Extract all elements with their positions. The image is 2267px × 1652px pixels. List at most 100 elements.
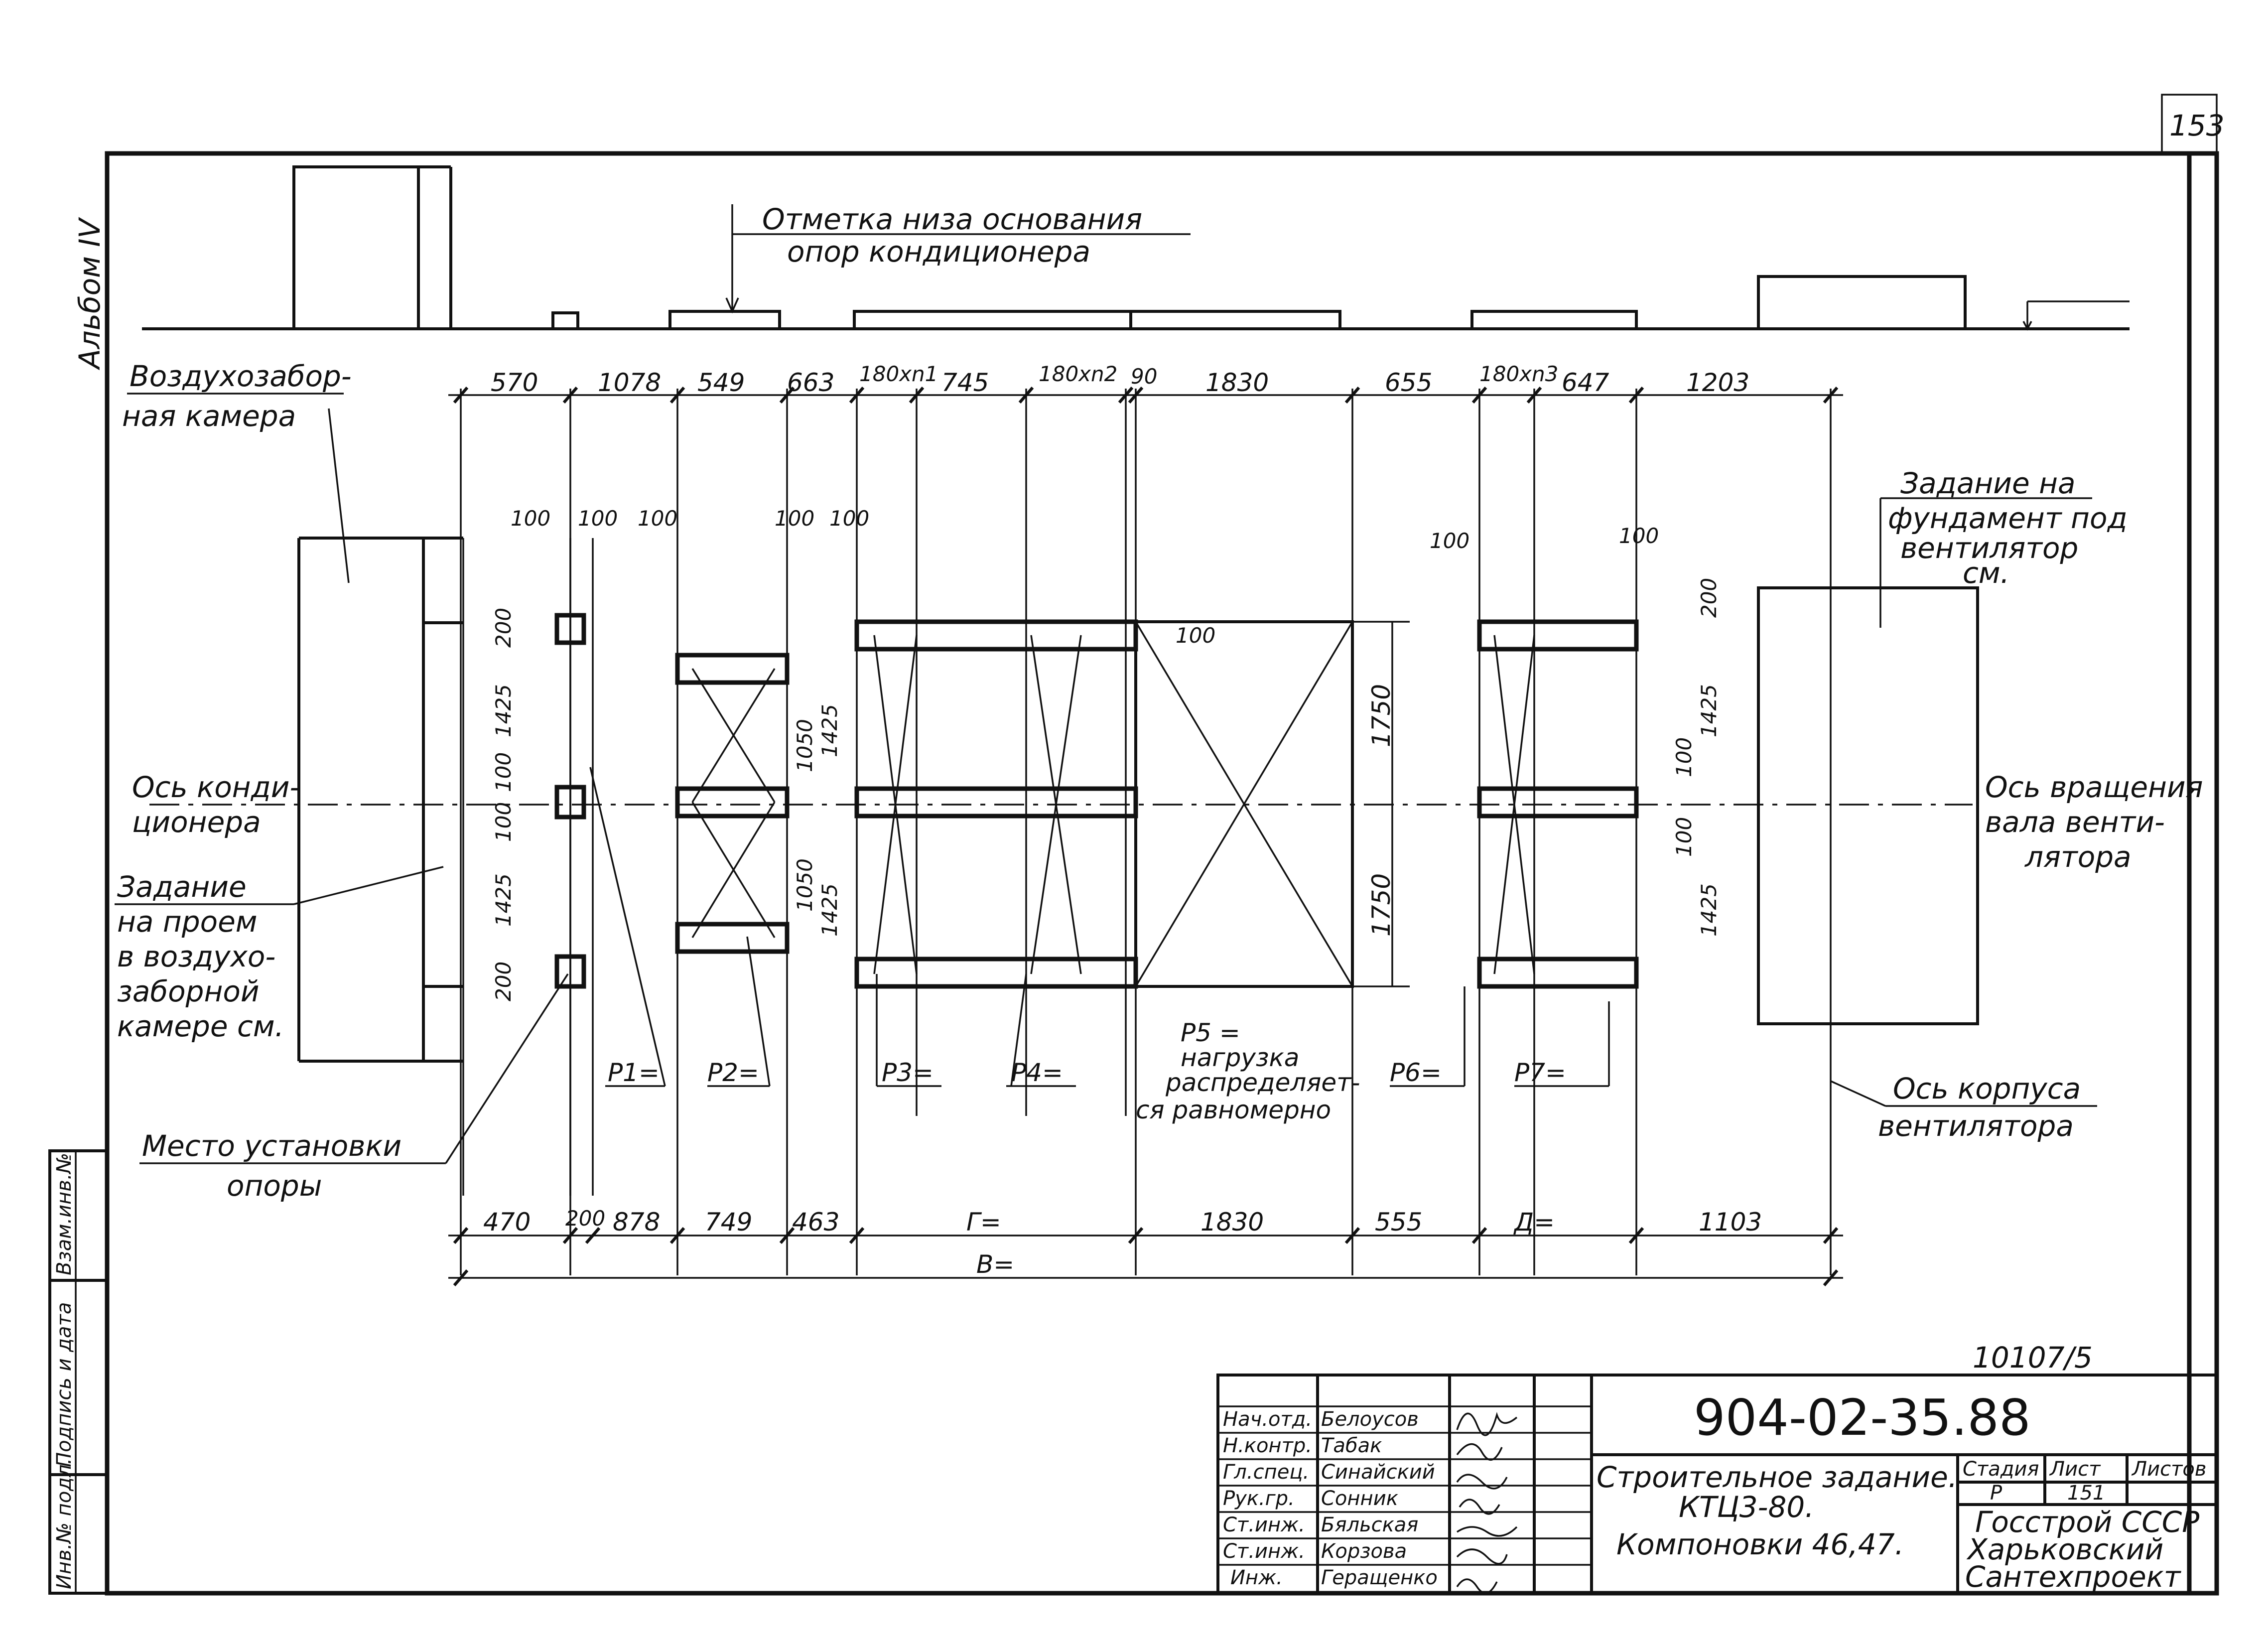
dim-left-1425-top: 1425 <box>491 684 516 737</box>
support-pad <box>554 613 586 645</box>
role-6: Ст.инж. <box>1223 1540 1305 1563</box>
dim-bottom-555: 555 <box>1375 1208 1422 1237</box>
dim-bottom-463: 463 <box>792 1208 839 1237</box>
name-1: Белоусов <box>1321 1408 1419 1431</box>
dim-bottom-g: Г= <box>966 1208 1001 1237</box>
unit-block <box>1134 620 1410 988</box>
dim-top-90: 90 <box>1131 364 1157 389</box>
name-4: Сонник <box>1321 1487 1398 1510</box>
dim-1425-mid-up: 1425 <box>817 704 842 757</box>
support-beam <box>1477 957 1639 989</box>
opening-label-4: заборной <box>117 974 260 1008</box>
load-p5-3: распределяет- <box>1165 1068 1360 1097</box>
supports-col-2 <box>675 653 790 954</box>
side-stamp-replace: Взам.инв.№ <box>53 1153 76 1275</box>
fan-foundation <box>1757 586 1979 1025</box>
support-beam <box>854 957 1138 989</box>
dim-top-663: 663 <box>787 368 834 397</box>
dim-1750-upper: 1750 <box>1367 684 1396 747</box>
doc-desc-2: КТЦ3-80. <box>1679 1490 1814 1524</box>
dim-top-180xn2: 180xn2 <box>1039 362 1117 386</box>
intake-elevation <box>292 165 420 329</box>
fan-body-leader <box>1830 1080 1886 1107</box>
axis-body-2: вентилятора <box>1878 1109 2074 1143</box>
page-number-box <box>2161 94 2218 154</box>
total-dim-tick-l <box>453 1269 469 1286</box>
sheet-header: Лист <box>2049 1458 2101 1481</box>
dim-top-1203: 1203 <box>1686 368 1749 397</box>
fan-task-1: Задание на <box>1900 466 2076 500</box>
dim-top-1830: 1830 <box>1205 368 1269 397</box>
elev-base-4 <box>1129 310 1341 330</box>
sheet-value: 151 <box>2067 1482 2105 1505</box>
dim-top-180xn3: 180xn3 <box>1479 362 1558 386</box>
load-p5-4: ся равномерно <box>1136 1096 1331 1124</box>
org-1: Госстрой СССР <box>1975 1505 2199 1539</box>
dim-top-180xn1: 180xn1 <box>859 362 938 386</box>
support-pad <box>554 954 586 989</box>
dim-100-e: 100 <box>829 506 869 531</box>
dim-top-745: 745 <box>941 368 989 397</box>
title-block <box>1216 1374 2218 1595</box>
dim-left-200-bottom: 200 <box>491 962 516 1001</box>
dim-bottom-749: 749 <box>705 1208 752 1237</box>
bottom-dim-ticks <box>453 1227 1839 1244</box>
role-4: Рук.гр. <box>1223 1487 1295 1510</box>
top-mark-text-1: Отметка низа основания <box>762 202 1142 236</box>
extension-lines <box>460 389 1832 1275</box>
dim-right-200-top: 200 <box>1697 578 1721 618</box>
top-dim-ticks <box>453 387 1839 404</box>
sheets-header: Листов <box>2131 1458 2206 1481</box>
dim-right-100-a: 100 <box>1672 737 1696 777</box>
dim-100-b: 100 <box>578 506 618 531</box>
dim-top-1078: 1078 <box>598 368 661 397</box>
dim-100-f: 100 <box>1430 529 1469 553</box>
fan-task-3: вентилятор <box>1900 531 2078 565</box>
intake-label-2: ная камера <box>122 399 296 433</box>
doc-ref: 10107/5 <box>1973 1341 2093 1375</box>
axis-conditioner-2: ционера <box>132 805 261 839</box>
name-3: Синайский <box>1321 1461 1435 1484</box>
dim-100-a: 100 <box>511 506 550 531</box>
dim-right-100-b: 100 <box>1672 817 1696 857</box>
dim-100-d: 100 <box>775 506 814 531</box>
org-2: Харьковский <box>1966 1532 2163 1566</box>
dim-1425-mid-down: 1425 <box>817 883 842 937</box>
opening-label-1: Задание <box>117 870 247 904</box>
dim-bottom-878: 878 <box>613 1208 660 1237</box>
support-pad <box>554 785 586 820</box>
dim-bottom-d: Д= <box>1513 1208 1555 1237</box>
dim-1050-lower: 1050 <box>793 858 817 912</box>
supports-col-1 <box>554 613 586 989</box>
support-label-2: опоры <box>227 1169 322 1203</box>
page-number: 153 <box>2169 109 2225 142</box>
support-beam <box>854 786 1138 819</box>
dim-right-1425-down: 1425 <box>1697 883 1721 937</box>
dim-right-1425-up: 1425 <box>1697 684 1721 737</box>
role-2: Н.контр. <box>1223 1434 1312 1457</box>
title-block-rows <box>1218 1405 1592 1566</box>
supports-col-4 <box>1477 619 1639 989</box>
total-dim-tick-r <box>1823 1269 1839 1286</box>
load-p5-2: нагрузка <box>1181 1043 1299 1072</box>
role-7: Инж. <box>1230 1566 1283 1589</box>
fan-task-4: см. <box>1963 556 2009 590</box>
intake-leader <box>328 408 350 583</box>
load-p5-1: P5 = <box>1181 1018 1240 1047</box>
elev-base-3 <box>853 310 1132 330</box>
side-stamp-inv: Инв.№ подл. <box>53 1458 76 1589</box>
name-2: Табак <box>1321 1434 1382 1457</box>
support-label-1: Место установки <box>142 1129 401 1163</box>
dim-1050-upper: 1050 <box>793 719 817 772</box>
dim-left-1425-bottom: 1425 <box>491 873 516 927</box>
stage-header: Стадия <box>1963 1458 2039 1481</box>
dim-top-549: 549 <box>697 368 745 397</box>
elev-base-2 <box>668 310 781 330</box>
dim-left-200-top: 200 <box>491 608 516 648</box>
axis-conditioner-1: Ось конди- <box>132 770 300 804</box>
load-p2: P2= <box>707 1058 759 1087</box>
opening-label-5: камере см. <box>117 1009 284 1043</box>
support-beam <box>854 619 1138 652</box>
dim-bottom-470: 470 <box>483 1208 531 1237</box>
